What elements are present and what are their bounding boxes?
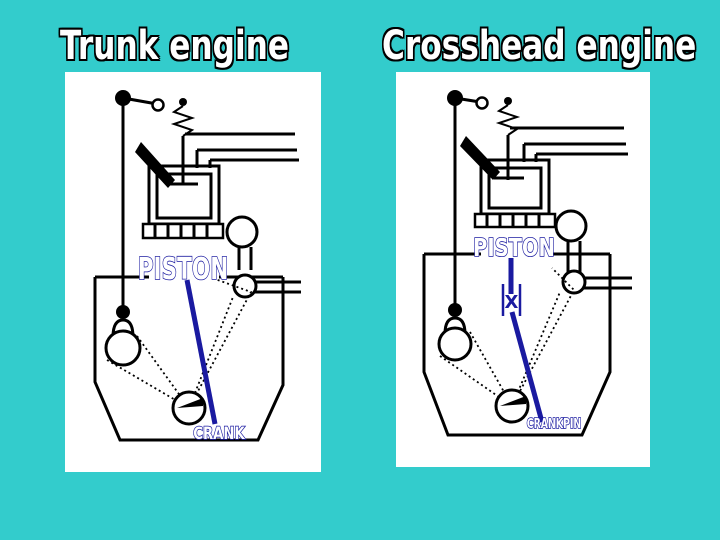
cross-camshaft-drive	[561, 269, 587, 295]
cross-valve-spring	[495, 104, 521, 136]
cross-connecting-rod	[509, 311, 545, 423]
trunk-crankshaft	[171, 390, 207, 426]
trunk-cam-follower	[116, 305, 130, 319]
cross-crosshead-mark: X	[505, 292, 519, 313]
trunk-crankcase	[93, 277, 285, 442]
trunk-engine-title: Trunk engine	[60, 23, 290, 69]
trunk-engine-diagram: PISTON CRANK	[65, 72, 321, 472]
cross-cam-follower	[448, 303, 462, 317]
trunk-scavenge-ports	[141, 222, 225, 240]
trunk-rocker-arm	[122, 96, 158, 106]
cross-crankshaft	[494, 388, 530, 424]
crosshead-engine-drawing: PISTON X CRANKPIN	[422, 90, 632, 437]
trunk-crank-web	[177, 398, 203, 408]
trunk-timing-chain	[106, 278, 253, 410]
trunk-camshaft-drive	[232, 273, 258, 299]
trunk-piston-label: PISTON	[138, 253, 229, 287]
trunk-connecting-rod	[184, 279, 218, 425]
trunk-valve-spring	[170, 105, 196, 137]
cross-scavenge-valve	[554, 209, 588, 243]
trunk-scavenge-valve	[225, 215, 259, 249]
trunk-engine-drawing: PISTON CRANK	[93, 90, 301, 444]
cross-piston-label: PISTON	[473, 234, 555, 263]
cross-crankpin-label: CRANKPIN	[527, 415, 582, 431]
cross-crankcase	[422, 254, 612, 437]
crosshead-engine-diagram: PISTON X CRANKPIN	[396, 72, 650, 467]
cross-scavenge-ports	[473, 212, 557, 229]
trunk-camshaft	[104, 329, 142, 367]
trunk-valve-top	[179, 98, 187, 106]
trunk-cylinder-inner	[155, 172, 213, 220]
trunk-crank-label: CRANK	[193, 423, 246, 443]
crosshead-engine-title: Crosshead engine	[382, 23, 697, 69]
cross-camshaft	[437, 326, 473, 362]
cross-rocker-roller	[475, 96, 489, 110]
trunk-rocker-roller	[151, 98, 165, 112]
